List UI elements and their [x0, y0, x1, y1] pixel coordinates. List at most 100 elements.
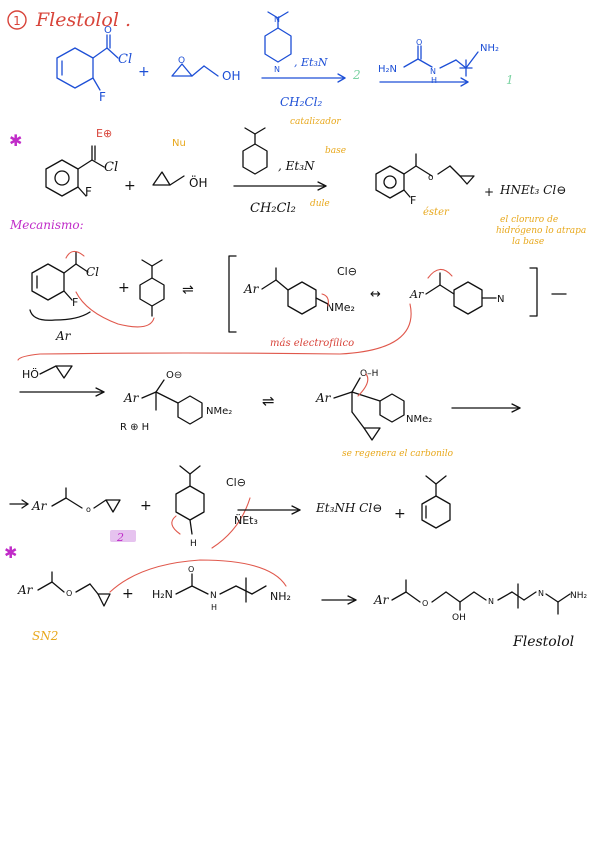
star-marker-2: ✱ [4, 543, 17, 562]
acyl-chloride-structure-2: Cl F E⊕ [45, 127, 118, 199]
mechanism-block: Mecanismo: Cl F Ar + ⇌ [9, 218, 567, 549]
svg-text:↔: ↔ [370, 287, 381, 302]
svg-text:N: N [274, 65, 280, 74]
dmap-structure-2 [242, 127, 268, 175]
svg-text:N: N [488, 597, 494, 606]
svg-text:H₂N: H₂N [152, 588, 173, 601]
svg-text:O: O [188, 565, 194, 574]
highlight-marker [110, 530, 136, 542]
glycidol-structure: O OH [171, 56, 240, 83]
flestolol-product-structure: Ar O OH N N NH₂ [373, 579, 588, 623]
svg-text:o: o [428, 173, 434, 183]
svg-text:⇌: ⇌ [262, 392, 275, 410]
svg-text:O⊖: O⊖ [166, 370, 182, 381]
svg-text:OH: OH [222, 69, 240, 83]
svg-text:O: O [104, 25, 112, 36]
svg-text:Ar: Ar [123, 391, 140, 405]
step-marker-2: 2 [352, 68, 361, 82]
svg-text:+: + [122, 586, 134, 602]
mechanism-acyl-chloride: Cl F Ar [29, 250, 99, 343]
tetrahedral-intermediate-1: Ar O⊖ R ⊕ H NMe₂ [120, 370, 232, 433]
svg-text:ÖH: ÖH [189, 174, 207, 190]
svg-text:el cloruro de: el cloruro de [500, 215, 558, 225]
section-number: 1 [13, 14, 21, 28]
svg-text:NH₂: NH₂ [570, 591, 588, 601]
svg-text:O–H: O–H [360, 369, 378, 379]
acylpyridinium-structure-2: Ar N [409, 268, 504, 315]
page-title: Flestolol . [35, 9, 131, 31]
svg-text:NMe₂: NMe₂ [406, 414, 432, 425]
svg-text:O: O [66, 589, 72, 598]
mechanism-dmap [139, 259, 165, 317]
svg-text:, Et₃N: , Et₃N [278, 159, 315, 173]
svg-text:Ar: Ar [315, 391, 332, 405]
attack-arrow-1 [75, 291, 155, 328]
svg-text:+: + [394, 506, 406, 522]
tetrahedral-intermediate-2: Ar O–H NMe₂ [315, 369, 432, 441]
ester-label: éster [423, 207, 450, 218]
svg-text:Ar: Ar [243, 282, 260, 296]
svg-text:N: N [430, 67, 436, 76]
title-block: 1 Flestolol . [7, 9, 131, 31]
svg-text:H: H [431, 76, 437, 85]
svg-text:N: N [538, 589, 544, 598]
ester-intermediate-structure: Ar o [31, 487, 121, 514]
svg-text:+: + [118, 280, 130, 296]
svg-text:H: H [211, 603, 217, 612]
deprotonation-arrow [211, 497, 251, 549]
dmap-catalyst-structure: N N [264, 11, 292, 74]
star-marker: ✱ [9, 131, 22, 150]
product-name: Flestolol [512, 634, 574, 650]
regeneration-note: se regenera el carbonilo [342, 449, 454, 459]
svg-text:Ar: Ar [31, 499, 48, 513]
regenerated-dmap-structure [421, 475, 451, 529]
svg-text:CH₂Cl₂: CH₂Cl₂ [280, 95, 322, 109]
svg-text:2: 2 [116, 531, 124, 544]
acylpyridinium-structure-1: Ar NMe₂ Cl⊖ [243, 265, 357, 315]
sn2-attack-arrow [109, 559, 287, 593]
svg-text:O: O [422, 599, 428, 608]
electrophile-note: más electrofílico [270, 338, 354, 349]
attack-arrow-2 [17, 303, 412, 361]
svg-text:Ar: Ar [17, 583, 34, 597]
glycidol-structure-2: Nu ÖH [152, 138, 207, 190]
svg-text:O: O [178, 56, 185, 66]
svg-text:+: + [138, 64, 150, 80]
svg-text:F: F [99, 90, 106, 104]
svg-text:H: H [190, 539, 197, 549]
urea-amine-structure: H₂N O N H NH₂ [378, 38, 499, 85]
step-marker-1: 1 [506, 73, 514, 87]
acyl-chloride-structure: O Cl F [56, 25, 132, 104]
resonance-bracket-right [529, 267, 538, 317]
svg-text:R ⊕ H: R ⊕ H [120, 422, 149, 433]
svg-text:dule: dule [310, 199, 330, 209]
amine-urea-structure: H₂N O N H NH₂ [152, 565, 291, 612]
svg-text:+: + [124, 178, 136, 194]
esterification-scheme: ✱ Cl F E⊕ + Nu ÖH , Et₃N base [9, 127, 586, 247]
svg-text:Cl: Cl [86, 265, 99, 279]
svg-text:⇌: ⇌ [182, 282, 194, 298]
svg-text:OH: OH [452, 613, 466, 623]
svg-text:N: N [274, 15, 280, 24]
section-number-circle [7, 10, 27, 30]
svg-text:Cl: Cl [104, 160, 118, 175]
sn2-label: SN2 [32, 629, 58, 643]
resonance-bracket-left [228, 255, 237, 333]
svg-text:Cl⊖: Cl⊖ [337, 265, 357, 278]
protonated-dmap-structure: H Cl⊖ [171, 465, 246, 549]
svg-text:Cl⊖: Cl⊖ [226, 476, 246, 489]
overall-synthesis-scheme: O Cl F + O OH N N , Et₃N CH₂Cl₂ cataliza [56, 11, 514, 127]
triethylammonium-salt: Et₃NH Cl⊖ [315, 501, 382, 515]
svg-text:, Et₃N: , Et₃N [294, 56, 328, 69]
svg-text:CH₂Cl₂: CH₂Cl₂ [250, 201, 296, 216]
svg-text:HÖ: HÖ [22, 368, 39, 381]
epoxide-ester-structure: Ar O [17, 571, 111, 607]
svg-text:NH₂: NH₂ [480, 43, 499, 54]
svg-text:F: F [410, 194, 416, 207]
svg-text:NMe₂: NMe₂ [326, 301, 355, 314]
svg-text:N: N [497, 294, 504, 305]
ester-product-structure: o F éster [375, 153, 475, 218]
svg-text:o: o [86, 505, 91, 514]
svg-text:+: + [484, 185, 494, 199]
